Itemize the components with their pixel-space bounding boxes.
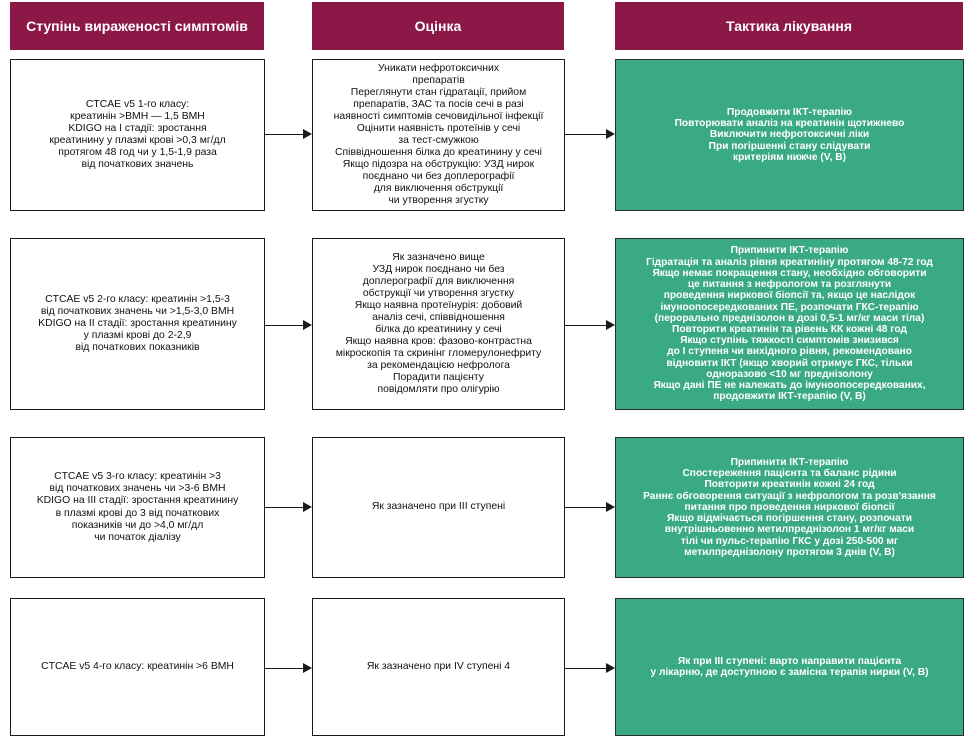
text-line: Спостереження пацієнта та баланс рідини — [682, 468, 897, 480]
assessment-3-box: Як зазначено при ІІІ ступені — [312, 437, 565, 578]
text-line: препаратів — [412, 74, 465, 86]
text-line: Уникати нефротоксичних — [377, 62, 500, 74]
text-line: метилпреднізолону протягом 3 днів (V, B) — [684, 546, 895, 558]
text-line: Порадити пацієнту — [393, 372, 484, 384]
text-line: для виключення обструкції — [373, 183, 504, 195]
text-line: KDIGO на III стадії: зростання креатинин… — [36, 495, 239, 507]
text-line: за рекомендацією нефролога — [367, 360, 510, 372]
text-line: обструкції чи утворення згустку — [362, 287, 515, 299]
text-line: Якщо немає покращення стану, необхідно о… — [652, 267, 927, 279]
text-line: питання про проведення ниркової біопсії — [684, 501, 895, 513]
arrow-icon — [565, 129, 615, 139]
text-line: Повторити креатинін кожні 24 год — [704, 479, 875, 491]
text-line: креатинину у плазмі крові >0,3 мг/дл — [49, 135, 226, 146]
arrow-icon — [565, 502, 615, 512]
text-line: внутрішньовенно метилпреднізолон 1 мг/кг… — [664, 524, 915, 536]
text-line: Як зазначено при ІІІ ступені — [371, 501, 506, 513]
text-line: Якщо ступінь тяжкості симптомів знизився — [680, 335, 899, 347]
text-line: Виключити нефротоксичні ліки — [709, 129, 870, 141]
header-assessment: Оцінка — [312, 2, 564, 50]
text-line: KDIGO на I стадії: зростання — [68, 122, 207, 134]
text-line: критеріям нижче (V, B) — [732, 151, 847, 163]
arrow-icon — [565, 320, 615, 330]
text-line: білка до креатинину у сечі — [375, 324, 502, 335]
text-line: Як зазначено при IV ступені 4 — [366, 660, 511, 672]
text-line: Якщо відмічається погіршення стану, розп… — [666, 513, 913, 525]
text-line: імуноопосередкованих ПЕ, розпочати ГКС-т… — [660, 301, 919, 313]
text-line: показників чи до >4,0 мг/дл — [71, 519, 204, 531]
text-line: в плазмі крові до 3 від початкових — [55, 507, 220, 519]
text-line: Переглянути стан гідратації, прийом — [350, 86, 527, 98]
text-line: аналіз сечі, співвідношення — [372, 311, 505, 323]
assessment-4-box: Як зазначено при IV ступені 4 — [312, 598, 565, 736]
text-line: (перорально преднізолон в дозі 0,5-1 мг/… — [654, 312, 925, 324]
text-line: Якщо підозра на обструкцію: УЗД нирок — [342, 159, 535, 171]
arrow-icon — [265, 129, 312, 139]
text-line: креатинін >ВМН — 1,5 ВМН — [70, 110, 205, 122]
text-line: чи утворення згустку — [388, 195, 489, 207]
text-line: CTCAE v5 1-го класу: — [85, 98, 190, 110]
text-line: Повторити креатинін та рівень КК кожні 4… — [672, 324, 907, 335]
arrow-icon — [265, 320, 312, 330]
text-line: Продовжити ІКТ-терапію — [726, 106, 853, 118]
text-line: повідомляти про олігурію — [377, 384, 500, 396]
header-severity: Ступінь вираженості симптомів — [10, 2, 264, 50]
text-line: Повторювати аналіз на креатинін щотижнев… — [674, 118, 905, 130]
text-line: Якщо наявна протеїнурія: добовий — [354, 299, 523, 311]
text-line: у плазмі крові до 2-2,9 — [83, 330, 192, 342]
text-line: від початкових показників — [75, 342, 200, 354]
text-line: мікроскопія та скринінг гломерулонефриту — [335, 348, 542, 360]
text-line: Оцінити наявність протеїнів у сечі — [356, 122, 521, 134]
text-line: Раннє обговорення ситуації з нефрологом … — [643, 490, 936, 502]
tactics-4-box: Як при ІІІ ступені: варто направити паці… — [615, 598, 964, 736]
text-line: CTCAE v5 3-го класу: креатинін >3 — [54, 471, 221, 483]
text-line: препаратів, ЗАС та посів сечі в разі — [353, 98, 524, 110]
arrow-icon — [265, 663, 312, 673]
text-line: Якщо дані ПЕ не належать до імуноопосере… — [653, 380, 926, 392]
text-line: до I ступеня чи вихідного рівня, рекомен… — [667, 346, 912, 358]
text-line: Припинити ІКТ-терапію — [730, 245, 849, 257]
text-line: Як зазначено вище — [392, 251, 485, 263]
text-line: CTCAE v5 4-го класу: креатинін >6 ВМН — [41, 660, 234, 672]
text-line: одноразово <10 мг преднізолону — [706, 368, 873, 380]
text-line: Співвідношення білка до креатинину у сеч… — [335, 147, 542, 159]
text-line: поєднано чи без доплерографії — [362, 171, 515, 183]
text-line: відновити ІКТ (якщо хворий отримує ГКС, … — [666, 357, 913, 369]
text-line: це питання з нефрологом та розглянути — [687, 279, 892, 291]
header-tactics: Тактика лікування — [615, 2, 963, 50]
text-line: тілі чи пульс-терапію ГКС у дозі 250-500… — [680, 535, 899, 547]
text-line: УЗД нирок поєднано чи без — [372, 263, 505, 275]
text-line: Якщо наявна кров: фазово-контрастна — [345, 336, 532, 348]
arrow-icon — [265, 502, 312, 512]
text-line: Як при ІІІ ступені: варто направити паці… — [677, 655, 902, 667]
text-line: від початкових значень — [81, 159, 194, 171]
text-line: Гідратація та аналіз рівня креатиніну пр… — [646, 256, 933, 268]
text-line: чи початок діалізу — [94, 531, 181, 543]
text-line: CTCAE v5 2-го класу: креатинін >1,5-3 — [45, 293, 230, 305]
text-line: за тест-смужкою — [398, 135, 479, 146]
text-line: KDIGO на II стадії: зростання креатинину — [38, 317, 237, 329]
grade-4-box: CTCAE v5 4-го класу: креатинін >6 ВМН — [10, 598, 265, 736]
arrow-icon — [565, 663, 615, 673]
grade-1-box: CTCAE v5 1-го класу:креатинін >ВМН — 1,5… — [10, 59, 265, 211]
text-line: проведення ниркової біопсії та, якщо це … — [663, 290, 916, 302]
text-line: При погіршенні стану слідувати — [708, 140, 871, 152]
text-line: доплерографії для виключення — [362, 275, 515, 287]
text-line: Припинити ІКТ-терапію — [730, 457, 849, 469]
text-line: у лікарню, де доступною є замісна терапі… — [650, 667, 929, 678]
text-line: наявності симптомів сечовидільної інфекц… — [333, 110, 544, 122]
text-line: від початкових значень чи >3-6 ВМН — [49, 483, 226, 495]
text-line: продовжити ІКТ-терапію (V, B) — [713, 391, 866, 403]
text-line: від початкових значень чи >1,5-3,0 ВМН — [40, 305, 235, 317]
text-line: протягом 48 год чи у 1,5-1,9 раза — [58, 147, 217, 159]
